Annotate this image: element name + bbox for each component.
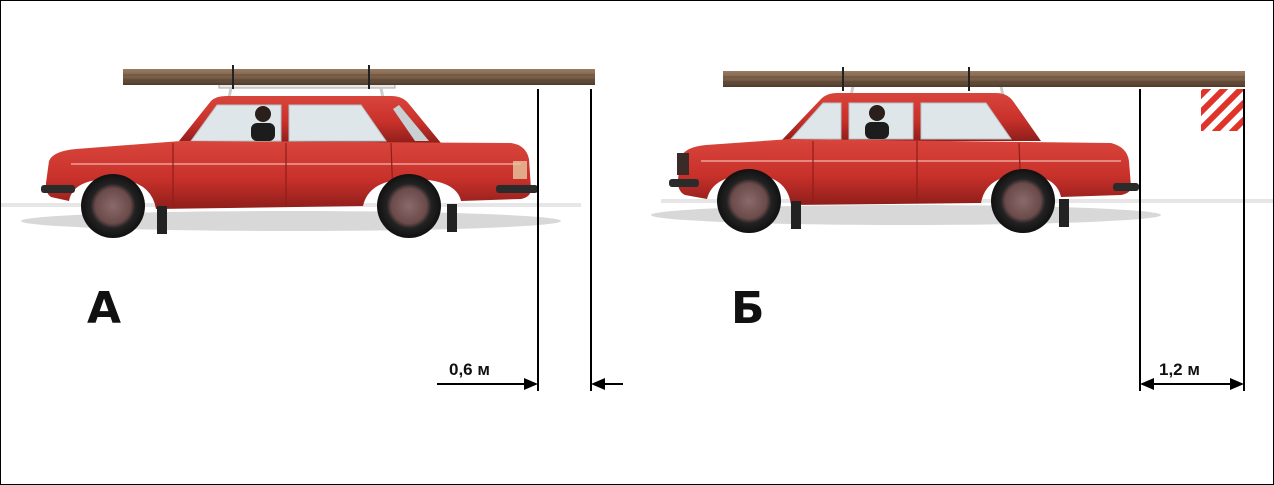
- car-b-front-window: [789, 102, 842, 140]
- load-beam-a: [123, 65, 595, 89]
- panel-b: 1,2 м Б: [651, 67, 1273, 391]
- car-b-rear-wheel: [991, 169, 1055, 233]
- warning-sign: [1201, 89, 1245, 131]
- car-b-body: [677, 139, 1131, 205]
- arrow-head-icon: [591, 378, 605, 390]
- car-b: [669, 80, 1139, 233]
- panel-a: 0,6 м А: [1, 65, 623, 391]
- arrow-head-icon: [1230, 378, 1244, 390]
- car-a-back-glass: [393, 105, 429, 141]
- car-b-rear-window: [920, 102, 1012, 140]
- car-b-front-wheel: [717, 169, 781, 233]
- car-b-driver-body: [865, 122, 889, 139]
- dimension-label-a: 0,6 м: [449, 360, 490, 379]
- car-b-front-grille: [677, 153, 689, 175]
- car-a-front-bumper: [41, 185, 75, 193]
- arrow-head-icon: [1140, 378, 1154, 390]
- car-b-rear-bumper: [1113, 183, 1139, 191]
- car-a-rear-window: [288, 104, 387, 142]
- panel-letter-a: А: [87, 283, 121, 334]
- car-a-front-wheel: [81, 174, 145, 238]
- arrow-head-icon: [524, 378, 538, 390]
- car-a-body: [45, 141, 531, 209]
- car-a-rear-bumper: [496, 185, 538, 193]
- dimension-label-b: 1,2 м: [1159, 360, 1200, 379]
- load-beam-b: [723, 67, 1245, 91]
- panel-letter-b: Б: [731, 283, 765, 334]
- car-a-rear-wheel: [377, 174, 441, 238]
- car-a: [41, 82, 538, 238]
- car-b-front-bumper: [669, 179, 699, 187]
- car-b-driver-head: [869, 105, 885, 121]
- car-a-driver-head: [255, 106, 271, 122]
- car-a-driver-body: [251, 123, 275, 141]
